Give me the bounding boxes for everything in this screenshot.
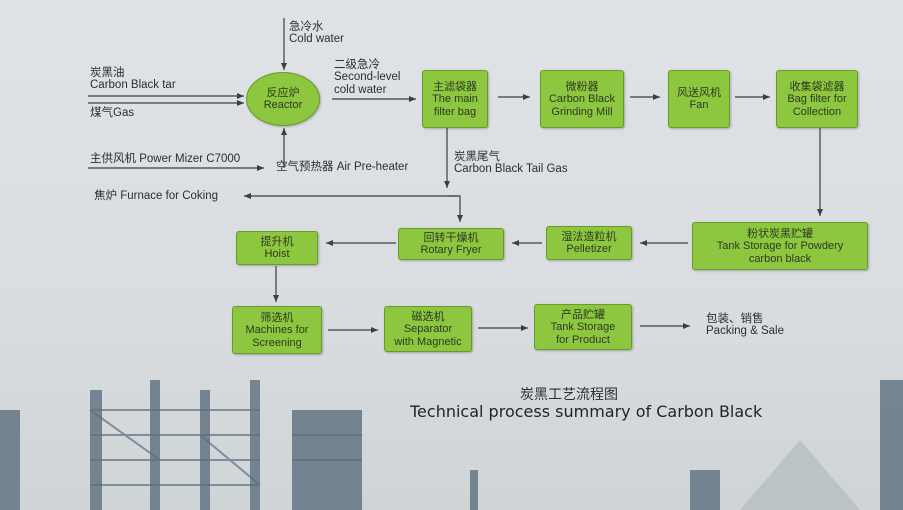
node-hoist-en: Hoist — [264, 248, 290, 260]
label-mizer: 主供风机 Power Mizer C7000 — [90, 152, 240, 166]
label-packing-cn: 包装、销售 — [706, 311, 764, 325]
node-product-tank-en2: for Product — [556, 333, 610, 346]
node-tank-storage-en1: Tank Storage for Powdery — [716, 239, 844, 252]
node-main-filter-cn: 主滤袋器 — [433, 79, 477, 93]
arrow-tailgas-branch — [447, 195, 463, 222]
node-hoist: 提升机 Hoist — [236, 231, 318, 265]
node-product-tank-cn: 产品贮罐 — [561, 307, 605, 321]
label-second-level-en1: Second-level — [334, 71, 401, 83]
node-tank-storage-cn: 粉状炭黑贮罐 — [747, 226, 813, 240]
node-main-filter-en2: filter bag — [433, 105, 477, 118]
node-pelletizer-cn: 湿法造粒机 — [561, 230, 617, 243]
node-bag-filter-en1: Bag filter for — [787, 92, 847, 105]
label-mizer-cn: 主供风机 — [90, 151, 136, 165]
label-preheater-cn: 空气预热器 — [276, 159, 334, 173]
node-main-filter: 主滤袋器 The main filter bag — [422, 70, 488, 128]
node-product-tank-en1: Tank Storage — [550, 320, 616, 333]
node-grinding-mill-en1: Carbon Black — [548, 92, 616, 105]
node-grinding-mill-en2: Grinding Mill — [551, 105, 613, 118]
node-screening-en1: Machines for — [245, 323, 309, 336]
node-rotary-fryer-cn: 回转干燥机 — [423, 231, 479, 244]
label-tar-cn: 炭黑油 — [90, 65, 125, 79]
node-rotary-fryer-en: Rotary Fryer — [420, 244, 482, 256]
node-separator-cn: 磁选机 — [411, 309, 445, 323]
node-screening-cn: 筛选机 — [260, 310, 294, 324]
label-coking-cn: 焦炉 — [94, 188, 117, 202]
label-coking-en: Furnace for Coking — [120, 190, 218, 202]
node-bag-filter-cn: 收集袋滤器 — [789, 79, 845, 93]
node-product-tank: 产品贮罐 Tank Storage for Product — [534, 304, 632, 350]
label-gas-cn: 煤气 — [90, 105, 113, 119]
label-preheater: 空气预热器 Air Pre-heater — [276, 160, 408, 174]
diagram-title-en: Technical process summary of Carbon Blac… — [410, 402, 763, 421]
label-coking: 焦炉 Furnace for Coking — [94, 189, 218, 203]
label-mizer-en: Power Mizer C7000 — [139, 153, 241, 165]
label-second-level: 二级急冷 Second-level cold water — [334, 58, 400, 97]
node-main-filter-en1: The main — [432, 92, 478, 105]
node-screening-en2: Screening — [252, 336, 302, 349]
label-packing: 包装、销售 Packing & Sale — [706, 312, 784, 338]
node-tank-storage: 粉状炭黑贮罐 Tank Storage for Powdery carbon b… — [692, 222, 868, 270]
node-pelletizer: 湿法造粒机 Pelletizer — [546, 226, 632, 260]
node-fan: 风送风机 Fan — [668, 70, 730, 128]
label-tailgas-cn: 炭黑尾气 — [454, 149, 500, 163]
node-fan-en: Fan — [689, 99, 709, 111]
node-reactor-en: Reactor — [263, 99, 303, 111]
label-preheater-en: Air Pre-heater — [336, 161, 409, 173]
node-separator: 磁选机 Separator with Magnetic — [384, 306, 472, 352]
node-reactor-cn: 反应炉 — [266, 86, 300, 99]
node-fan-cn: 风送风机 — [677, 86, 721, 99]
node-separator-en2: with Magnetic — [394, 335, 462, 348]
label-second-level-en2: cold water — [334, 84, 387, 96]
factory-background-illustration — [0, 380, 903, 510]
node-grinding-mill: 微粉器 Carbon Black Grinding Mill — [540, 70, 624, 128]
label-tar-en: Carbon Black tar — [90, 79, 176, 91]
node-separator-en1: Separator — [403, 322, 453, 335]
diagram-title-cn: 炭黑工艺流程图 — [520, 387, 618, 403]
label-gas: 煤气Gas — [90, 106, 134, 120]
label-second-level-cn: 二级急冷 — [334, 57, 380, 71]
label-tar: 炭黑油 Carbon Black tar — [90, 66, 176, 92]
node-tank-storage-en2: carbon black — [748, 252, 812, 265]
label-gas-en: Gas — [113, 107, 135, 119]
node-pelletizer-en: Pelletizer — [566, 243, 612, 255]
node-bag-filter: 收集袋滤器 Bag filter for Collection — [776, 70, 858, 128]
node-reactor: 反应炉 Reactor — [246, 72, 320, 126]
node-grinding-mill-cn: 微粉器 — [565, 79, 599, 93]
node-bag-filter-en2: Collection — [792, 105, 842, 118]
label-cold-water-cn: 急冷水 — [289, 19, 324, 33]
node-screening: 筛选机 Machines for Screening — [232, 306, 322, 354]
label-tailgas: 炭黑尾气 Carbon Black Tail Gas — [454, 150, 568, 176]
label-packing-en: Packing & Sale — [706, 325, 784, 337]
label-cold-water: 急冷水 Cold water — [289, 20, 344, 46]
label-tailgas-en: Carbon Black Tail Gas — [454, 163, 568, 175]
label-cold-water-en: Cold water — [289, 33, 344, 45]
node-rotary-fryer: 回转干燥机 Rotary Fryer — [398, 228, 504, 260]
node-hoist-cn: 提升机 — [260, 235, 294, 248]
